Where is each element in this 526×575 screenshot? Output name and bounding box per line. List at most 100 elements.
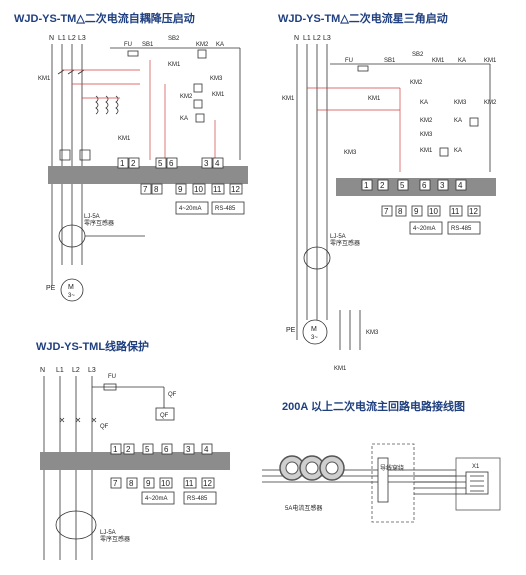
km1-label-d2b: KM1 [432, 58, 445, 64]
terminal-2: 2 [131, 159, 136, 168]
phase-n-label-d3: N [40, 367, 45, 374]
km1-label-d2e: KM1 [420, 148, 433, 154]
rs485-box-d1 [211, 201, 245, 215]
terminal-6: 6 [169, 159, 174, 168]
terminal-8-d3: 8 [129, 479, 134, 488]
terminal-5-d2: 5 [400, 181, 405, 190]
lj-label-d3: LJ-5A [100, 530, 116, 536]
terminal-strip-d1 [48, 166, 248, 184]
km3-label-d1: KM3 [210, 76, 223, 82]
ct-ring-2-core [305, 461, 319, 475]
motor-label-d2: M [311, 326, 317, 333]
diagram-line-protection: WJD-YS-TML线路保护 N L1 L2 L3 FU QF QF QF 1 … [36, 339, 230, 560]
zero-seq-ct-d3 [55, 510, 97, 540]
terminal-10-d3: 10 [161, 479, 170, 488]
km2-label-d1b: KM2 [180, 94, 193, 100]
sb1-label-d1: SB1 [142, 42, 154, 48]
terminal-12-d3: 12 [203, 479, 212, 488]
terminal-6-d3: 6 [164, 445, 169, 454]
rs485-label-d3: RS-485 [187, 496, 208, 502]
phase-l2-label: L2 [68, 35, 76, 42]
title-d4: 200A 以上二次电流主回路电路接线图 [282, 399, 465, 413]
ct-blocks-d1 [59, 149, 91, 161]
qf-box-label-d3: QF [160, 413, 169, 419]
terminal-4-d2: 4 [458, 181, 463, 190]
terminal-7: 7 [143, 185, 148, 194]
phase-l1-label-d2: L1 [303, 35, 311, 42]
analog-box-d1 [175, 201, 209, 215]
zero-seq-ct-d2 [303, 246, 331, 270]
sb2-label-d2: SB2 [412, 52, 424, 58]
ct-ring-3-core [325, 461, 339, 475]
terminals-bottom-d3: 7 8 9 10 11 12 [110, 477, 215, 489]
fu-label-d1: FU [124, 42, 132, 48]
fu-label-d2: FU [345, 58, 353, 64]
wire-wrap-label: 导线穿绕 [380, 464, 404, 472]
terminals-bottom-d2: 7 8 9 10 11 12 [381, 205, 481, 217]
terminal-9: 9 [178, 185, 183, 194]
fu-label-d3: FU [108, 374, 116, 380]
phase-l1-label-d3: L1 [56, 367, 64, 374]
analog-box-d2 [409, 221, 443, 235]
ka-label-d2: KA [458, 58, 466, 64]
ka-label-d2d: KA [454, 148, 462, 154]
diagram-star-delta: WJD-YS-TM△二次电流星三角启动 N L1 L2 L3 KM1 FU SB… [278, 11, 497, 372]
analog-label-d3: 4~20mA [145, 496, 168, 502]
km3-label-d2: KM3 [454, 100, 467, 106]
terminals-top-d1: 1 2 5 6 3 4 [117, 157, 224, 169]
km3-label-d2d: KM3 [366, 330, 379, 336]
sb2-label-d1: SB2 [168, 36, 180, 42]
terminal-12: 12 [231, 185, 240, 194]
qf-box-d3 [155, 407, 175, 421]
terminal-6-d2: 6 [422, 181, 427, 190]
coil-km2-d1 [197, 49, 207, 59]
km1-label-d1c: KM1 [212, 92, 225, 98]
terminal-9-d3: 9 [146, 479, 151, 488]
sb1-label-d2: SB1 [384, 58, 396, 64]
km3-label-d2c: KM3 [344, 150, 357, 156]
secondary-wires-d4 [414, 475, 466, 495]
phase-l3-label-d2: L3 [323, 35, 331, 42]
terminal-8: 8 [154, 185, 159, 194]
rs485-label-d1: RS-485 [215, 206, 236, 212]
terminal-4: 4 [215, 159, 220, 168]
terminals-bottom-d1: 7 8 9 10 11 12 [140, 183, 243, 195]
fuse-d1 [127, 50, 139, 57]
terminal-strip-d2 [336, 178, 496, 196]
terminal-5: 5 [158, 159, 163, 168]
terminal-1-d3: 1 [113, 445, 118, 454]
terminal-1: 1 [120, 159, 125, 168]
km1-label-left: KM1 [38, 76, 51, 82]
terminal-4-d3: 4 [204, 445, 209, 454]
phase-l2-label-d2: L2 [313, 35, 321, 42]
title-d2: WJD-YS-TM△二次电流星三角启动 [278, 11, 448, 25]
rs485-box-d3 [183, 491, 217, 505]
zero-seq-label-d1: 零序互感器 [84, 219, 114, 227]
phase-n-label: N [49, 35, 54, 42]
terminal-2-d3: 2 [126, 445, 131, 454]
terminals-top-d2: 1 2 5 6 3 4 [361, 179, 467, 191]
km1-label-d2: KM1 [282, 96, 295, 102]
km1-label-d1b: KM1 [168, 62, 181, 68]
qf-label-d3: QF [168, 392, 177, 398]
terminal-8-d2: 8 [398, 207, 403, 216]
motor-d2 [302, 319, 328, 345]
pe-label-d1: PE [46, 285, 56, 292]
phase-l3-label: L3 [78, 35, 86, 42]
coil-km3-d1 [193, 99, 203, 109]
terminal-7-d3: 7 [113, 479, 118, 488]
x1-label: X1 [472, 464, 480, 470]
km-label-d1: KM1 [118, 136, 131, 142]
coil-1-d2 [469, 117, 479, 127]
terminal-7-d2: 7 [384, 207, 389, 216]
analog-label-d2: 4~20mA [413, 226, 436, 232]
km2-label-d2b: KM2 [484, 100, 497, 106]
terminal-11-d3: 11 [185, 479, 194, 488]
analog-box-d3 [141, 491, 175, 505]
coil-km1-d1 [193, 83, 203, 93]
ka-label-d2b: KA [420, 100, 428, 106]
coil-ka-d1 [195, 113, 205, 123]
analog-label-d1: 4~20mA [179, 206, 202, 212]
x1-connector [465, 471, 489, 495]
